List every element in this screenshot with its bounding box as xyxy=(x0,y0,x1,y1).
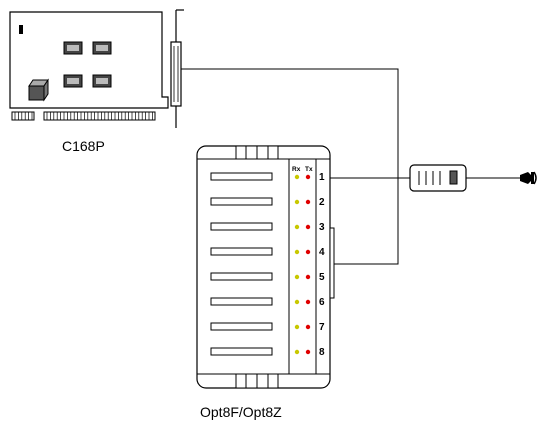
port-slot xyxy=(210,247,273,256)
tx-led xyxy=(305,199,311,205)
box-side-connector xyxy=(329,227,335,299)
port-number: 7 xyxy=(319,322,325,333)
rx-led xyxy=(294,274,300,280)
port-rows: 1 2 3 4 5 6 7 8 xyxy=(210,172,325,358)
tx-led xyxy=(305,299,311,305)
port-row: 8 xyxy=(210,347,325,358)
port-slot xyxy=(210,172,273,181)
tx-led xyxy=(305,224,311,230)
card-label: C168P xyxy=(62,138,105,154)
port-row: 4 xyxy=(210,247,325,258)
tx-led xyxy=(305,174,311,180)
port-slot xyxy=(210,197,273,206)
port-slot xyxy=(210,322,273,331)
port-row: 1 xyxy=(210,172,325,183)
box-top-tab xyxy=(235,145,279,160)
port-number: 3 xyxy=(319,222,325,233)
port-slot xyxy=(210,222,273,231)
card-board xyxy=(9,11,169,109)
port-slot xyxy=(210,347,273,356)
card-edge-fingers xyxy=(11,111,156,121)
rx-led xyxy=(294,174,300,180)
port1-cable xyxy=(330,164,537,192)
rx-led xyxy=(294,249,300,255)
port-slot xyxy=(210,297,273,306)
rx-led xyxy=(294,324,300,330)
card-cube-component xyxy=(28,78,49,102)
port-number: 2 xyxy=(319,197,325,208)
box-label: Opt8F/Opt8Z xyxy=(200,404,282,420)
rx-led xyxy=(294,199,300,205)
port-row: 7 xyxy=(210,322,325,333)
device-plug-icon xyxy=(520,171,537,185)
port-number: 6 xyxy=(319,297,325,308)
tx-led xyxy=(305,324,311,330)
card-connector xyxy=(170,41,182,107)
port-number: 8 xyxy=(319,347,325,358)
card-chips xyxy=(63,41,112,88)
rx-header: Rx xyxy=(292,166,301,173)
port-row: 5 xyxy=(210,272,325,283)
port-slot xyxy=(210,272,273,281)
port-number: 4 xyxy=(319,247,325,258)
c168p-card: C168P xyxy=(9,9,184,154)
port-row: 6 xyxy=(210,297,325,308)
port-number: 1 xyxy=(319,172,325,183)
tx-led xyxy=(305,349,311,355)
opt8-box: Rx Tx 1 2 3 4 5 6 7 8 Opt8F/Opt8Z xyxy=(196,145,335,420)
port-row: 2 xyxy=(210,197,325,208)
rx-led xyxy=(294,224,300,230)
rx-led xyxy=(294,299,300,305)
port-number: 5 xyxy=(319,272,325,283)
inline-adapter xyxy=(409,164,467,192)
tx-led xyxy=(305,274,311,280)
rx-led xyxy=(294,349,300,355)
port-row: 3 xyxy=(210,222,325,233)
tx-led xyxy=(305,249,311,255)
card-to-box-cable xyxy=(181,68,399,265)
tx-header: Tx xyxy=(305,166,313,173)
box-bottom-tab xyxy=(235,373,279,389)
card-mark xyxy=(19,25,23,34)
